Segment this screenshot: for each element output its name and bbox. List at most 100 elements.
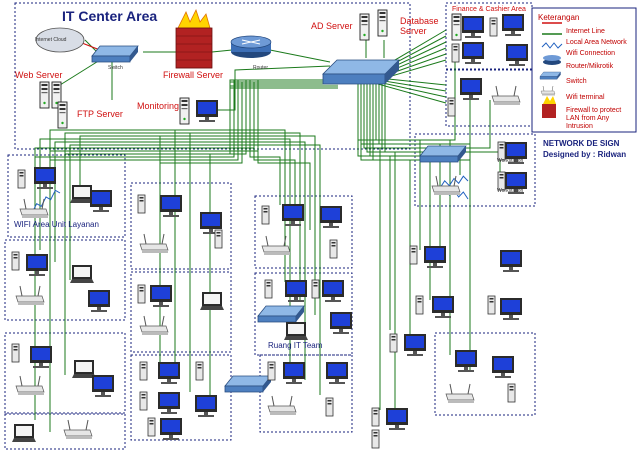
ad-server-icon	[359, 13, 370, 41]
web-server-label: Web Server	[15, 70, 63, 80]
workstation-pc-icon	[502, 14, 524, 36]
workstation-pc-icon	[158, 362, 180, 384]
workstation-pc-icon	[500, 298, 522, 320]
workstation-pc-icon	[283, 362, 305, 384]
workstation-tower-icon	[17, 169, 26, 189]
nodes-layer	[11, 7, 637, 449]
lan-cable	[64, 81, 338, 175]
designed-by-label: Designed by : Ridwan	[543, 150, 627, 159]
workstation-tower-icon	[137, 284, 146, 304]
wifi-link	[439, 175, 469, 189]
lan-cable	[49, 79, 338, 165]
workstation-pc-icon	[92, 375, 114, 397]
workstation-tower-icon	[311, 279, 320, 299]
workstation-pc-icon	[386, 408, 408, 430]
lan-cable	[159, 83, 338, 365]
lan-cable	[245, 85, 338, 380]
monitoring-pc-icon	[196, 100, 218, 122]
zone-it-center	[14, 2, 411, 150]
legend-item-wifi: Wifi Connection	[566, 50, 616, 57]
lan-cable	[211, 49, 233, 53]
lan-cable	[233, 79, 338, 300]
workstation-pc-icon	[330, 312, 352, 334]
main-switch-icon	[322, 59, 400, 85]
workstation-label: Workstation	[497, 158, 524, 164]
workstation-tower-icon	[325, 397, 334, 417]
workstation-pc-icon	[424, 246, 446, 268]
lan-cable	[59, 59, 101, 86]
zone-col2-c	[130, 354, 232, 441]
web-server-icon	[39, 81, 50, 109]
legend-item-wifi-terminal: Wifi terminal	[566, 94, 605, 101]
lan-cable	[237, 81, 338, 315]
lan-cable	[377, 79, 447, 92]
database-server-icon	[377, 9, 388, 37]
lan-cable	[249, 81, 338, 205]
legend-title: Keterangan	[538, 13, 580, 22]
router-icon	[230, 35, 272, 58]
lan-cable	[209, 79, 338, 405]
workstation-tower-icon	[264, 279, 273, 299]
lan-cable	[363, 45, 456, 141]
workstation-tower-icon	[139, 361, 148, 381]
workstation-pc-icon	[90, 190, 112, 212]
wires-layer	[31, 29, 501, 432]
workstation-tower-icon	[389, 333, 398, 353]
workstation-pc-icon	[462, 16, 484, 38]
ftp-server-label: FTP Server	[77, 109, 123, 119]
wifi-ap-icon	[431, 175, 461, 196]
legend-item-internet-line: Internet Line	[566, 28, 605, 35]
finance-area-label: Finance & Cashier Area	[452, 6, 526, 13]
firewall-icon	[175, 8, 213, 69]
workstation-tower-icon	[139, 391, 148, 411]
it-center-title: IT Center Area	[62, 8, 158, 24]
lan-cable	[357, 82, 461, 175]
lan-cable	[366, 82, 471, 145]
workstation-tower-icon	[137, 194, 146, 214]
ad-server-label: AD Server	[311, 21, 353, 31]
workstation-pc-icon	[150, 285, 172, 307]
workstation-pc-icon	[506, 44, 528, 66]
laptop-icon	[12, 424, 36, 442]
wifi-ap-icon	[15, 285, 45, 306]
legend-item-router: Router/Mikrotik	[566, 63, 614, 70]
ftp-server-icon	[57, 101, 68, 129]
internet-cloud-icon	[35, 27, 85, 53]
zone-bottom-right	[434, 332, 536, 416]
workstation-tower-icon	[11, 343, 20, 363]
wifi-ap-icon	[15, 375, 45, 396]
legend-item-switch: Switch	[566, 78, 587, 85]
switch-icon	[224, 375, 272, 393]
switch-icon	[419, 145, 467, 163]
zone-wifi-area	[7, 154, 126, 238]
workstation-tower-icon	[415, 295, 424, 315]
workstation-pc-icon	[326, 362, 348, 384]
laptop-icon	[200, 292, 224, 310]
internet-cloud-label: Internet Cloud	[35, 37, 67, 43]
zone-col2-a	[130, 182, 232, 270]
workstation-label: Workstation	[497, 188, 524, 194]
workstation-pc-icon	[34, 167, 56, 189]
workstation-tower-icon	[329, 239, 338, 259]
wifi-area-label: WIFI Area Unit Layanan	[14, 220, 99, 229]
workstation-pc-icon	[195, 395, 217, 417]
switch-icon	[91, 45, 139, 63]
workstation-pc-icon	[500, 250, 522, 272]
lan-cable	[360, 82, 471, 190]
workstation-pc-icon	[88, 290, 110, 312]
zone-left-4	[4, 413, 126, 450]
lan-cable	[377, 83, 447, 104]
zone-col3-b	[254, 272, 353, 356]
legend-box	[531, 7, 637, 133]
ruang-it-label: Ruang IT Team	[268, 341, 323, 350]
workstation-pc-icon	[432, 296, 454, 318]
workstation-tower-icon	[147, 417, 156, 437]
workstation-pc-icon	[160, 418, 182, 440]
workstation-tower-icon	[451, 13, 462, 41]
zone-col2-b	[130, 271, 232, 353]
workstation-pc-icon	[320, 206, 342, 228]
firewall-server-label: Firewall Server	[163, 70, 224, 80]
wifi-ap-icon	[267, 395, 297, 416]
